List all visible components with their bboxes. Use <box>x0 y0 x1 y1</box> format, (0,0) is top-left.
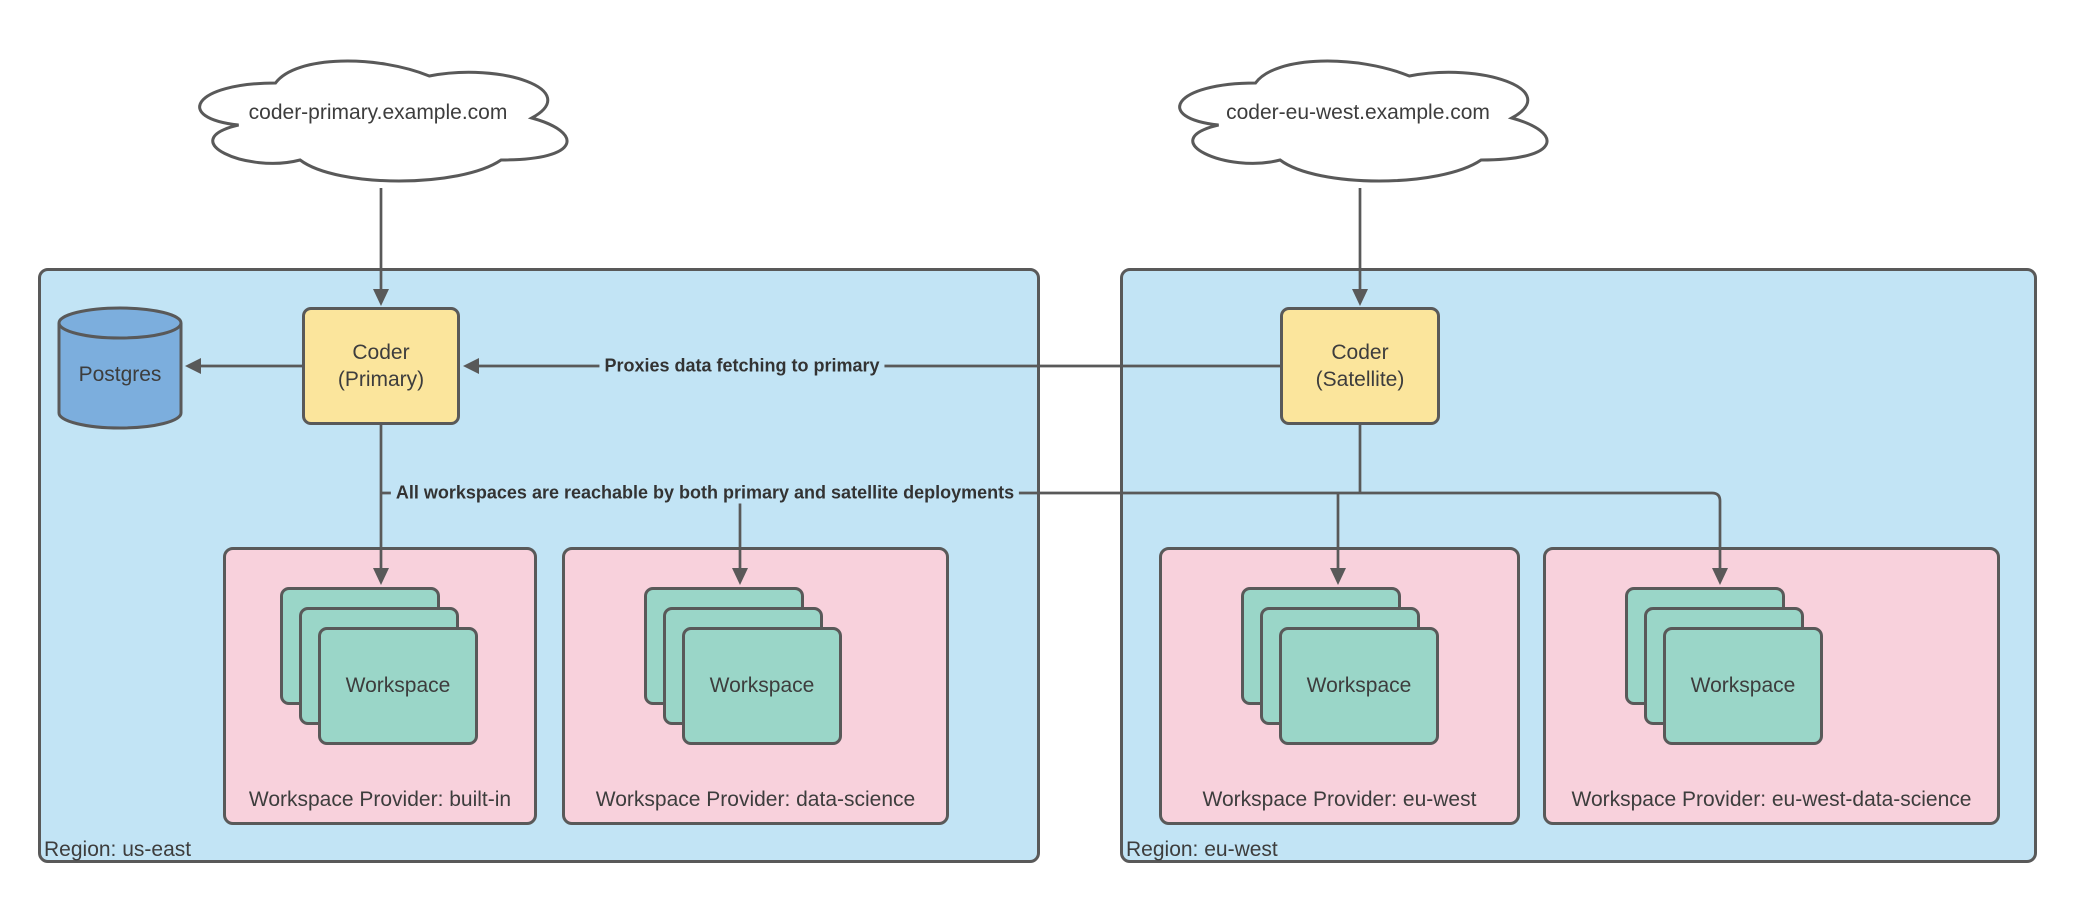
arrowhead <box>1712 568 1728 585</box>
cloud-icon <box>1178 59 1549 183</box>
workspace-card: Workspace <box>1663 627 1823 745</box>
proxies-edge-label: Proxies data fetching to primary <box>599 355 885 377</box>
workspace-card-label: Workspace <box>709 674 815 697</box>
workspace-stack: Workspace <box>1241 587 1439 745</box>
postgres-label: Postgres <box>78 363 162 386</box>
coder-satellite-label-line2: (Satellite) <box>1315 368 1405 391</box>
workspace-provider-label: Workspace Provider: eu-west <box>1202 788 1477 811</box>
coder-primary-node: Coder (Primary) <box>302 307 460 425</box>
region-us-east-label: Region: us-east <box>44 838 192 861</box>
database-cylinder-icon <box>57 306 183 430</box>
arrowhead <box>463 358 479 374</box>
workspace-stack: Workspace <box>1625 587 1823 745</box>
workspace-card-label: Workspace <box>345 674 451 697</box>
arrowhead <box>373 568 389 585</box>
workspace-provider-label: Workspace Provider: data-science <box>595 788 916 811</box>
arrowhead <box>732 568 748 585</box>
dns-satellite-label: coder-eu-west.example.com <box>1226 101 1490 124</box>
workspace-card-label: Workspace <box>1690 674 1796 697</box>
workspace-card: Workspace <box>682 627 842 745</box>
workspace-card: Workspace <box>1279 627 1439 745</box>
region-eu-west-label: Region: eu-west <box>1126 838 1278 861</box>
edge-reachable-bus <box>381 491 1722 570</box>
arrowhead <box>1352 289 1368 306</box>
workspace-card: Workspace <box>318 627 478 745</box>
workspace-stack: Workspace <box>280 587 478 745</box>
coder-satellite-node: Coder (Satellite) <box>1280 307 1440 425</box>
arrowhead <box>185 358 201 374</box>
coder-primary-label-line1: Coder <box>352 341 410 364</box>
workspace-provider-label: Workspace Provider: eu-west-data-science <box>1571 788 1972 811</box>
coder-satellite-label-line1: Coder <box>1331 341 1389 364</box>
coder-primary-label-line2: (Primary) <box>337 368 425 391</box>
workspace-provider-label: Workspace Provider: built-in <box>248 788 512 811</box>
reachable-edge-label: All workspaces are reachable by both pri… <box>390 482 1020 504</box>
cloud-icon <box>198 59 569 183</box>
arrowhead <box>373 289 389 306</box>
dns-primary-label: coder-primary.example.com <box>248 101 508 124</box>
workspace-stack: Workspace <box>644 587 842 745</box>
arrowhead <box>1330 568 1346 585</box>
workspace-card-label: Workspace <box>1306 674 1412 697</box>
